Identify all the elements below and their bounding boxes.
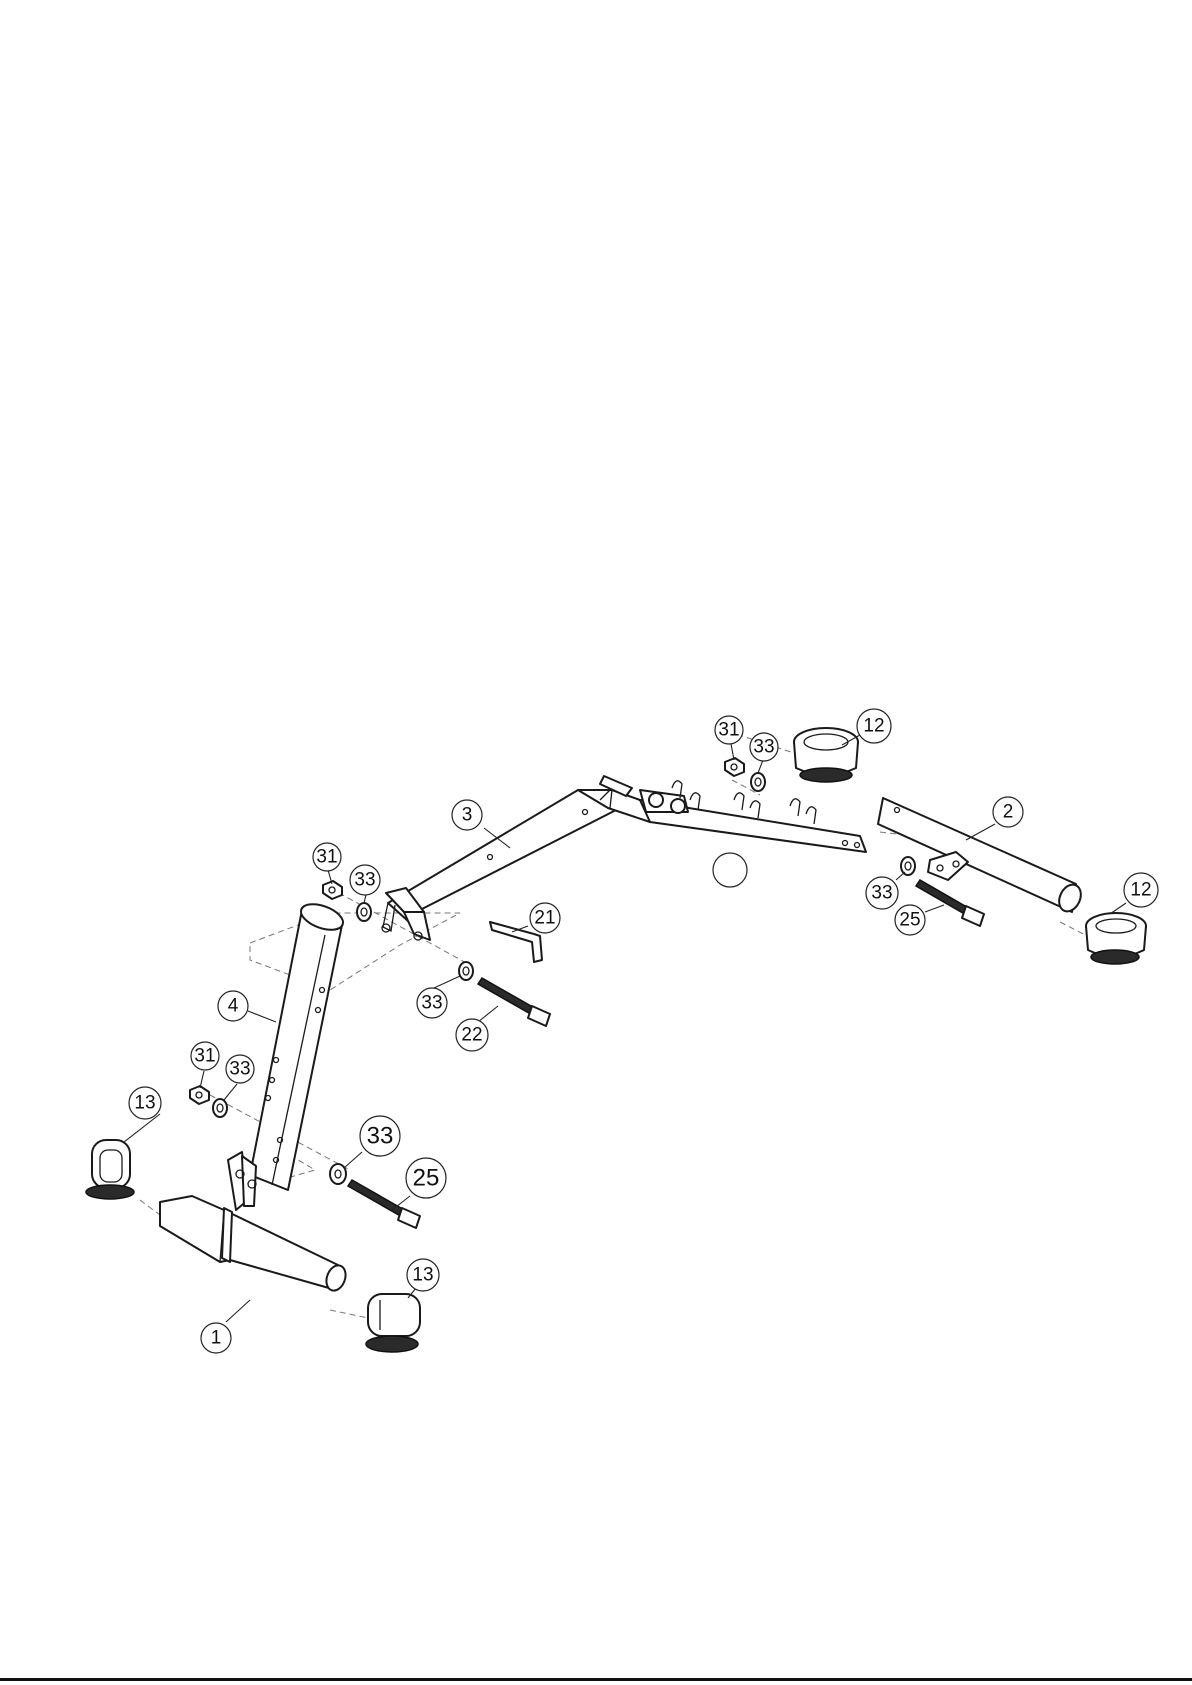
callout-33-left: 33 [226,1055,254,1083]
callout-12-right: 12 [1124,873,1158,907]
nut-part-31-mid [323,881,342,899]
callout-33-lower: 33 [360,1116,400,1156]
svg-text:12: 12 [1130,880,1151,901]
svg-text:31: 31 [718,720,739,741]
svg-text:25: 25 [899,910,920,931]
svg-text:12: 12 [863,716,884,737]
front-base-part-1 [160,1152,349,1293]
callout-31-top: 31 [715,716,743,744]
svg-text:31: 31 [194,1046,215,1067]
callout-2: 2 [993,797,1023,827]
svg-text:13: 13 [412,1265,433,1286]
page-bottom-rule [0,1678,1192,1681]
callout-33-top: 33 [750,733,778,761]
callout-31-left: 31 [191,1042,219,1070]
svg-text:13: 13 [134,1093,155,1114]
svg-text:33: 33 [229,1059,250,1080]
svg-text:1: 1 [211,1328,222,1349]
nut-part-31-top [725,758,744,776]
callout-4: 4 [218,991,248,1021]
callout-3: 3 [452,800,482,830]
svg-text:25: 25 [413,1165,440,1192]
svg-text:3: 3 [462,805,473,826]
callout-22: 22 [456,1019,488,1051]
end-cap-part-12-right [1086,913,1146,964]
svg-text:33: 33 [753,737,774,758]
svg-text:33: 33 [354,870,375,891]
svg-text:33: 33 [367,1123,394,1150]
callout-33-center: 33 [417,988,447,1018]
bolt-part-25-right [916,880,984,926]
callout-31-mid: 31 [313,843,341,871]
callout-12-top: 12 [857,709,891,743]
svg-text:31: 31 [316,847,337,868]
svg-text:2: 2 [1003,802,1014,823]
washer-part-33-center [459,962,473,980]
washer-part-33-mid [357,903,371,921]
bolt-part-22 [478,978,550,1026]
svg-text:4: 4 [228,996,239,1017]
callout-33-mid: 33 [350,865,380,895]
washer-part-33-left [213,1099,227,1117]
washer-part-33-top [751,773,765,791]
callout-blank [713,853,747,887]
callout-13-left: 13 [129,1087,161,1119]
callout-33-right: 33 [866,877,898,909]
upright-part-4 [250,899,346,1190]
callout-1: 1 [201,1323,231,1353]
callout-25-lower: 25 [406,1158,446,1198]
washer-part-33-lower [330,1164,346,1184]
foot-cap-part-13-left [86,1140,134,1199]
callout-13-right: 13 [407,1259,439,1291]
callout-21: 21 [530,903,560,933]
end-cap-part-12-top [794,728,858,782]
svg-text:33: 33 [421,993,442,1014]
washer-part-33-right [901,857,915,875]
svg-text:22: 22 [461,1025,482,1046]
callout-25-right: 25 [895,905,925,935]
nut-part-31-left [190,1086,209,1104]
svg-text:21: 21 [534,908,555,929]
svg-text:33: 33 [871,883,892,904]
foot-cap-part-13-right [366,1294,420,1352]
